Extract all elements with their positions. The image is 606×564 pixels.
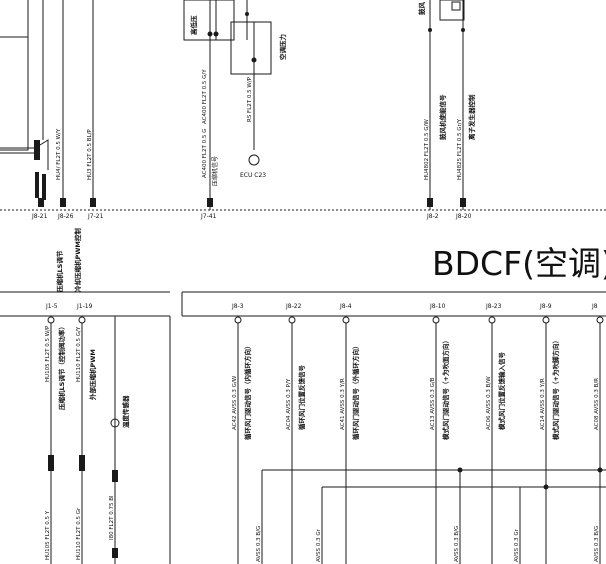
bottom-label-4: AVSS 0.3 B/G <box>594 526 600 562</box>
top-section: HU4/ FL2T 0.5 W/Y HU3 FL2T 0.5 BL/P 高低压 … <box>0 0 606 220</box>
hvac-component <box>183 0 235 41</box>
pin-j8-26: J8-26 <box>57 213 74 220</box>
label-t4: RS FL2T 0.5 W/P <box>247 76 253 122</box>
label-r9: AC06 AVSS 0.3 B/W <box>486 376 492 430</box>
label-t7: ECU C23 <box>240 172 266 179</box>
pin-j8-2: J8-2 <box>426 213 439 220</box>
label-r13: AC08 AVSS 0.3 B/R <box>594 378 600 430</box>
bottom-label-1: AVSS 0.3 Gr <box>316 528 322 562</box>
right-section: J8-3 J8-22 J8-4 J8-10 J8-23 J8-9 J8 <box>181 291 606 564</box>
bottom-label-0: AVSS 0.3 B/G <box>256 526 262 562</box>
blower-component <box>439 0 465 21</box>
pin-j8-9: J8-9 <box>539 303 552 310</box>
label-m8: I80 FL2T 0.75 Bl <box>109 495 115 540</box>
label-t11: 鼓风机使能信号 <box>438 94 447 140</box>
middle-left-section: 压缩机LS调节 冷却压缩机PWM控制 J1-5 J1-19 HU105 FL2T… <box>0 228 171 564</box>
header-compressor-pwm: 冷却压缩机PWM控制 <box>73 228 82 292</box>
label-r10: 模式风门位置反馈输入信号 <box>497 352 506 431</box>
label-r12: 模式风门驱动信号（+为吹脚方向） <box>551 337 560 440</box>
label-m5: 温度传感器 <box>121 395 130 428</box>
label-t5: AC400 FL2T 0.5 G <box>202 129 208 178</box>
label-r5: AC41 AVSS 0.3 Y/R <box>340 378 346 430</box>
pin-j7-21: J7-21 <box>87 213 104 220</box>
label-t14: 鼓风 <box>417 2 426 16</box>
label-r2: 循环风门驱动信号（内循环方向） <box>243 343 252 441</box>
pin-j7-41: J7-41 <box>200 213 217 220</box>
label-r3: AC04 AVSS 0.3 P/Y <box>286 378 292 430</box>
label-m3: HU110 FL2T 0.5 G/Y <box>76 326 82 382</box>
header-compressor-ls: 压缩机LS调节 <box>55 250 64 292</box>
label-t8: 空调压力 <box>278 34 287 61</box>
label-r6: 循环风门驱动信号（外循环方向） <box>351 343 360 441</box>
label-t6: 压缩机信号 <box>211 156 219 186</box>
label-r1: AC42 AVSS 0.3 G/W <box>232 375 238 430</box>
pin-j8-23: J8-23 <box>485 303 502 310</box>
bottom-label-3: AVSS 0.3 Gr <box>514 528 520 562</box>
label-t2: HU3 FL2T 0.5 BL/P <box>87 129 93 180</box>
pin-j1-19: J1-19 <box>76 303 93 310</box>
label-m6: HU105 FL2T 0.5 Y <box>45 510 51 560</box>
label-t13: 离子发生器控制 <box>467 94 476 140</box>
label-m4: 外部压缩机PWM <box>88 349 97 400</box>
label-t3: AC400 FL2T 0.5 G/Y <box>202 69 208 124</box>
relay-coil <box>34 140 40 160</box>
ground-symbol <box>248 154 260 166</box>
label-t10: HU4802 FL2T 0.5 G/W <box>424 119 430 180</box>
label-m1: HU105 FL2T 0.5 W/P <box>45 325 51 382</box>
label-r4: 循环风门位置反馈信号 <box>297 365 306 431</box>
pin-j8: J8 <box>591 303 598 310</box>
pin-j8-21: J8-21 <box>31 213 48 220</box>
label-r8: 模式风门驱动信号（+为吹面方向） <box>441 337 450 440</box>
label-r7: AC13 AVSS 0.3 G/B <box>430 377 436 430</box>
label-m2: 压缩机LS调节（控制阀功率） <box>57 323 66 410</box>
page-title: BDCF(空调) <box>432 244 606 283</box>
pin-j8-4: J8-4 <box>339 303 352 310</box>
pin-j8-10: J8-10 <box>429 303 446 310</box>
label-t1: HU4/ FL2T 0.5 W/Y <box>56 128 62 180</box>
pin-j1-5: J1-5 <box>45 303 58 310</box>
pin-j8-20: J8-20 <box>455 213 472 220</box>
pin-j8-22: J8-22 <box>285 303 302 310</box>
temp-sensor-symbol <box>110 418 120 428</box>
label-t12: HU4825 FL2T 0.5 Gr/Y <box>457 118 463 180</box>
pin-j8-3: J8-3 <box>231 303 244 310</box>
label-t9: 高低压 <box>189 15 198 35</box>
label-m7: HU110 FL2T 0.5 Gr <box>76 507 82 560</box>
bottom-label-2: AVSS 0.3 B/G <box>454 526 460 562</box>
label-r11: AC14 AVSS 0.3 Y/R <box>540 378 546 430</box>
